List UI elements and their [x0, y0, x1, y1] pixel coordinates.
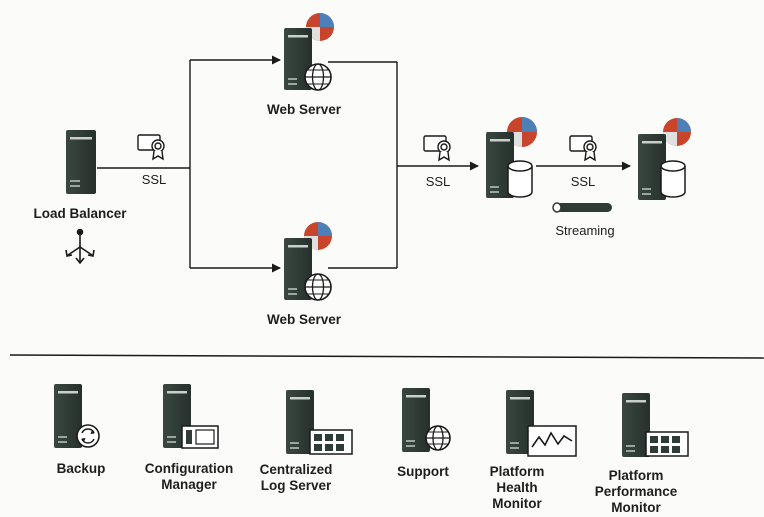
- platform-performance-monitor-label: Platform Performance Monitor: [594, 468, 678, 515]
- web-server-bottom-label: Web Server: [266, 312, 342, 327]
- performance-monitor-server-icon: [622, 393, 689, 457]
- backup-label: Backup: [56, 461, 106, 476]
- support-label: Support: [397, 464, 449, 479]
- replica-database-server-icon: [638, 118, 691, 200]
- ssl-certificate-icon: [569, 135, 597, 162]
- ssl-certificate-icon: [137, 134, 165, 161]
- backup-server-icon: [54, 384, 100, 448]
- load-balancer-label: Load Balancer: [33, 206, 127, 221]
- log-server-icon: [286, 390, 353, 455]
- web-server-top-icon: [284, 13, 334, 91]
- connector-lines: [97, 55, 631, 273]
- ssl-label-lb: SSL: [141, 172, 167, 187]
- ssl-certificate-icon: [423, 135, 451, 162]
- ssl-label-replica: SSL: [570, 174, 596, 189]
- configuration-manager-label: Configuration Manager: [144, 461, 234, 492]
- streaming-pipe-icon: [552, 202, 612, 213]
- centralized-log-server-label: Centralized Log Server: [259, 462, 333, 493]
- load-balancer-server-icon: [66, 130, 96, 194]
- support-server-icon: [402, 388, 451, 452]
- ssl-label-db: SSL: [425, 174, 451, 189]
- streaming-label: Streaming: [555, 223, 615, 238]
- health-monitor-server-icon: [506, 390, 577, 457]
- configuration-manager-server-icon: [163, 384, 219, 449]
- primary-database-server-icon: [486, 117, 537, 198]
- section-divider: [9, 354, 764, 359]
- load-balancing-icon: [65, 228, 95, 265]
- web-server-bottom-icon: [284, 222, 332, 301]
- platform-health-monitor-label: Platform Health Monitor: [489, 464, 545, 511]
- web-server-top-label: Web Server: [266, 102, 342, 117]
